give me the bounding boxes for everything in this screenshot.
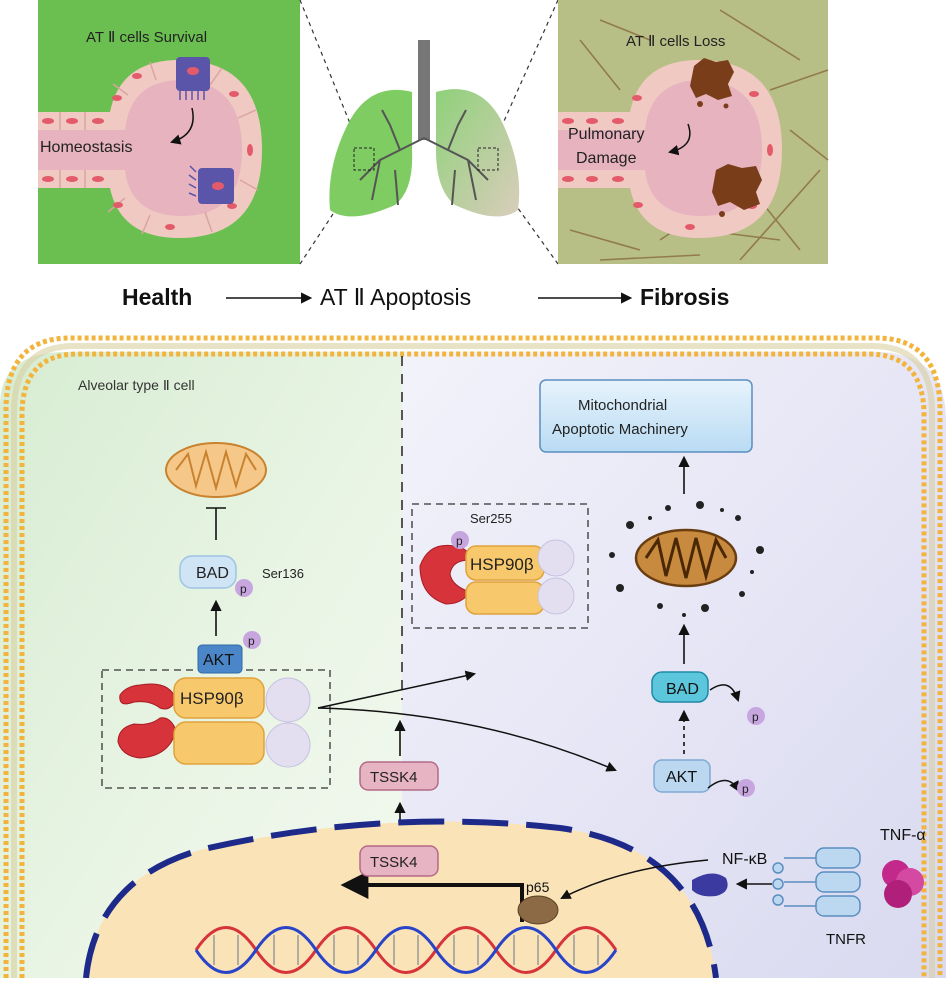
tnfr-receptor: TNFR	[772, 847, 866, 948]
bad-label-left: BAD	[196, 565, 229, 582]
hsp90-phospho-right: p	[456, 534, 463, 548]
bad-protein-left: BAD p Ser136	[179, 555, 304, 597]
loss-panel-title: AT Ⅱ cells Loss	[626, 33, 725, 50]
p65-label: p65	[526, 879, 550, 895]
homeostasis-label: Homeostasis	[40, 139, 132, 156]
healthy-mitochondrion	[165, 442, 267, 498]
damaged-mitochondrion	[609, 501, 764, 617]
nfkb: NF-κB	[560, 851, 772, 899]
hsp90-label-right: HSP90β	[470, 555, 534, 574]
health-panel-title: AT Ⅱ cells Survival	[86, 29, 207, 46]
mito-box-line2: Apoptotic Machinery	[552, 421, 688, 438]
akt-label-right: AKT	[666, 769, 697, 786]
akt-label-left: AKT	[203, 652, 234, 669]
at2-cell-top	[176, 57, 210, 100]
tssk4-label-nucleus: TSSK4	[370, 854, 418, 871]
mito-apoptotic-box: Mitochondrial Apoptotic Machinery	[539, 379, 753, 453]
health-panel: AT Ⅱ cells Survival Homeostasis	[38, 0, 300, 264]
bad-phospho-left: p	[240, 582, 247, 596]
at2-cell-bottom	[188, 165, 234, 204]
akt-phospho-right: p	[742, 782, 749, 796]
cell-label: Alveolar type Ⅱ cell	[78, 377, 195, 393]
health-label: Health	[122, 284, 192, 310]
bad-label-right: BAD	[666, 681, 699, 698]
apoptosis-label: AT Ⅱ Apoptosis	[320, 284, 471, 310]
tssk4-label-cyto: TSSK4	[370, 769, 418, 786]
tnf-alpha: TNF-α	[880, 827, 926, 908]
tnfa-label: TNF-α	[880, 827, 926, 844]
hsp90-label-left: HSP90β	[180, 689, 244, 708]
cell-membrane-inner	[19, 351, 927, 978]
nfkb-label: NF-κB	[722, 851, 767, 868]
zoom-lines	[299, 0, 559, 265]
tnfr-label: TNFR	[826, 931, 866, 948]
cell: Alveolar type Ⅱ cell BAD p Ser136 AKT p …	[0, 335, 946, 979]
damaged-cell-bottom	[712, 164, 762, 217]
tssk4-cytoplasm: TSSK4	[359, 761, 439, 791]
akt-protein-right: AKT p	[653, 759, 755, 797]
fibrosis-label: Fibrosis	[640, 284, 729, 310]
ser255-label: Ser255	[470, 511, 512, 526]
loss-panel: AT Ⅱ cells Loss Pulmonary Damage	[558, 0, 829, 264]
progression-row: Health AT Ⅱ Apoptosis Fibrosis	[122, 284, 729, 310]
damage-label: Damage	[576, 150, 637, 167]
tssk4-nucleus: TSSK4	[359, 845, 439, 877]
akt-phospho-left: p	[248, 634, 255, 648]
pulmonary-label: Pulmonary	[568, 126, 644, 143]
ser136-label: Ser136	[262, 566, 304, 581]
hsp90-complex-right: Ser255 p HSP90β	[411, 503, 589, 629]
cell-membrane-outer	[3, 335, 943, 978]
lungs	[329, 40, 520, 217]
bad-protein-right: BAD p	[651, 671, 765, 725]
nucleus: p65 TSSK4	[83, 818, 719, 979]
mito-box-line1: Mitochondrial	[578, 397, 667, 414]
bad-phospho-right: p	[752, 710, 759, 724]
hsp90-complex-left: AKT p HSP90β	[101, 631, 331, 789]
damaged-cell-top	[690, 58, 734, 109]
